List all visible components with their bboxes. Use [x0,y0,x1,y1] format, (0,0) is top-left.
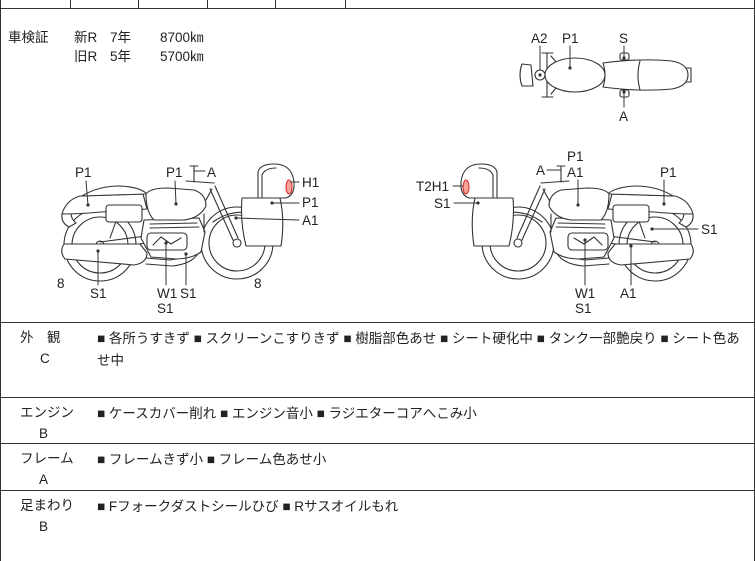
top-view-label: A2 [531,31,548,46]
leader-line [85,180,89,206]
leader-line [174,180,177,205]
leader-dot [576,203,580,207]
leader-lines [85,45,699,286]
header-cell-divider [138,0,139,9]
registration-new-mileage: 8700㎞ [160,30,204,45]
left-view-label: P1 [302,195,319,210]
right-view-label: A1 [620,286,637,301]
left-view-label: A1 [302,213,319,228]
top-view-front-cowl [519,63,534,87]
left-view-label: W1 [157,286,177,301]
left-view-label: S1 [157,301,174,316]
tail-light [61,212,77,228]
category-label: フレーム [20,451,74,466]
side-cover [105,204,143,223]
front-cowl [240,197,284,247]
right-view-label: S1 [434,196,451,211]
header-cell-divider [275,0,276,9]
header-cell-divider [207,0,208,9]
headlight-damage-mark [285,179,293,195]
top-view-fuel-tank [544,57,606,93]
registration-new-year: 7年 [110,30,132,45]
right-view-label: A [536,163,545,178]
top-view-seat [602,59,689,91]
leader-dot [622,56,626,60]
inspection-row-suspension: 足まわり B ■ Fフォークダストシールひび ■ Rサスオイルもれ [0,490,755,561]
damage-diagram: A2 P1 S A P1 P1 A H1 P1 A1 8 S1 W1 S1 S1… [57,31,718,316]
grade-value: C [40,351,50,366]
left-side-view-motorcycle [61,163,295,282]
leader-dot [650,227,654,231]
top-view-label: S [619,31,628,46]
engine-fins [149,222,200,229]
leader-dot [234,216,238,220]
leader-dot [174,202,178,206]
leader-dot [270,201,274,205]
seat [81,185,148,197]
header-table-strip [0,0,755,9]
mirror [189,165,199,183]
grade-value: A [39,472,49,487]
handlebar [185,180,215,184]
top-view-label: A [619,109,628,124]
muffler [61,243,148,266]
left-view-label: 8 [57,276,65,291]
right-view-label: S1 [575,301,592,316]
left-view-label: P1 [166,165,183,180]
engine-case-detail [152,236,182,246]
inspection-notes: ■ ケースカバー削れ ■ エンジン音小 ■ ラジエターコアへこみ小 [97,406,477,421]
inspection-row-engine: エンジン B ■ ケースカバー削れ ■ エンジン音小 ■ ラジエターコアへこみ小 [0,397,755,443]
windscreen [257,163,295,199]
grade-value: B [39,426,49,441]
inspection-row-frame: フレーム A ■ フレームきず小 ■ フレーム色あせ小 [0,443,755,490]
leader-dot [164,241,168,245]
leader-dot [538,73,542,77]
leader-line [235,217,300,221]
inspection-notes: ■ フレームきず小 ■ フレーム色あせ小 [97,452,327,467]
right-view-label: P1 [660,165,677,180]
registration-label: 車検証 [8,30,49,45]
left-view-label: P1 [75,165,92,180]
top-view-tail-light [685,67,692,83]
windscreen-edge [261,167,277,198]
left-view-label: A [207,165,216,180]
right-view-label: P1 [567,149,584,164]
right-view-label: W1 [575,286,595,301]
top-view-label: P1 [562,31,579,46]
registration-old-mileage: 5700㎞ [160,49,204,64]
right-view-label: S1 [701,222,718,237]
inspection-notes: ■ Fフォークダストシールひび ■ Rサスオイルもれ [97,499,399,514]
inspection-notes: ■ 各所うすきず ■ スクリーンこすりきず ■ 樹脂部色あせ ■ シート硬化中 … [97,331,740,368]
grade-value: B [39,519,49,534]
registration-old-year: 5年 [110,49,132,64]
left-view-label: H1 [302,175,319,190]
left-view-label: S1 [180,286,197,301]
leader-dot [583,238,587,242]
right-side-view-motorcycle [460,163,694,282]
category-label: 外 観 [20,330,61,345]
leader-dot [622,90,626,94]
inspection-row-exterior: 外 観 C ■ 各所うすきず ■ スクリーンこすりきず ■ 樹脂部色あせ ■ シ… [0,322,755,397]
category-label: 足まわり [20,498,74,513]
top-view-seat-seam [637,60,641,91]
leader-dot [184,252,188,256]
leader-dot [476,201,480,205]
leader-dots [86,56,666,256]
top-view-motorcycle [519,52,692,98]
leader-dot [662,202,666,206]
leader-dot [86,203,90,207]
registration-old-era: 旧R [74,49,98,64]
front-fork [209,185,239,241]
right-view-label: T2H1 [416,179,449,194]
left-view-label: S1 [90,286,107,301]
category-label: エンジン [20,405,74,420]
leader-dot [568,66,572,70]
right-view-label: A1 [567,165,584,180]
registration-new-era: 新R [74,30,98,45]
header-cell-divider [70,0,71,9]
leader-dot [96,249,100,253]
leader-dot [629,244,633,248]
left-view-label: 8 [254,276,262,291]
header-cell-divider [345,0,346,9]
